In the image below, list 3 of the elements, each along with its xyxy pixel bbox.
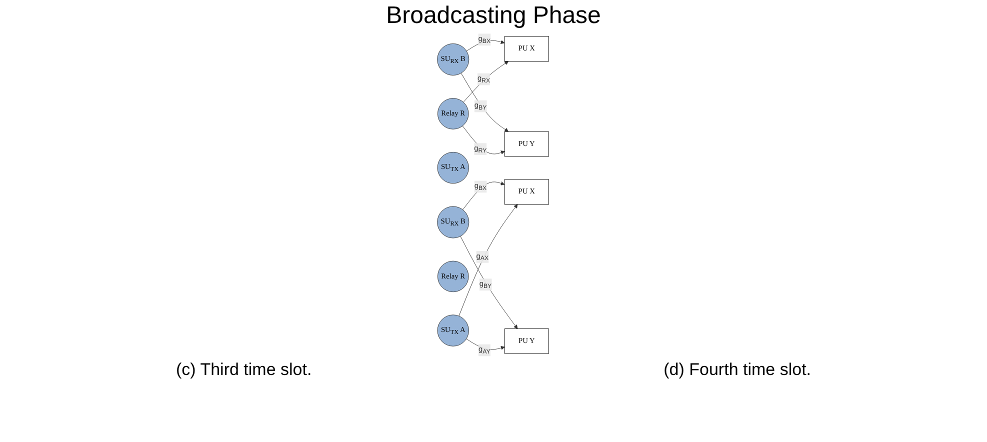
- diagram-title: Broadcasting Phase: [386, 2, 601, 29]
- panel-caption: (c) Third time slot.: [176, 360, 312, 380]
- panel-caption: (d) Fourth time slot.: [664, 360, 812, 380]
